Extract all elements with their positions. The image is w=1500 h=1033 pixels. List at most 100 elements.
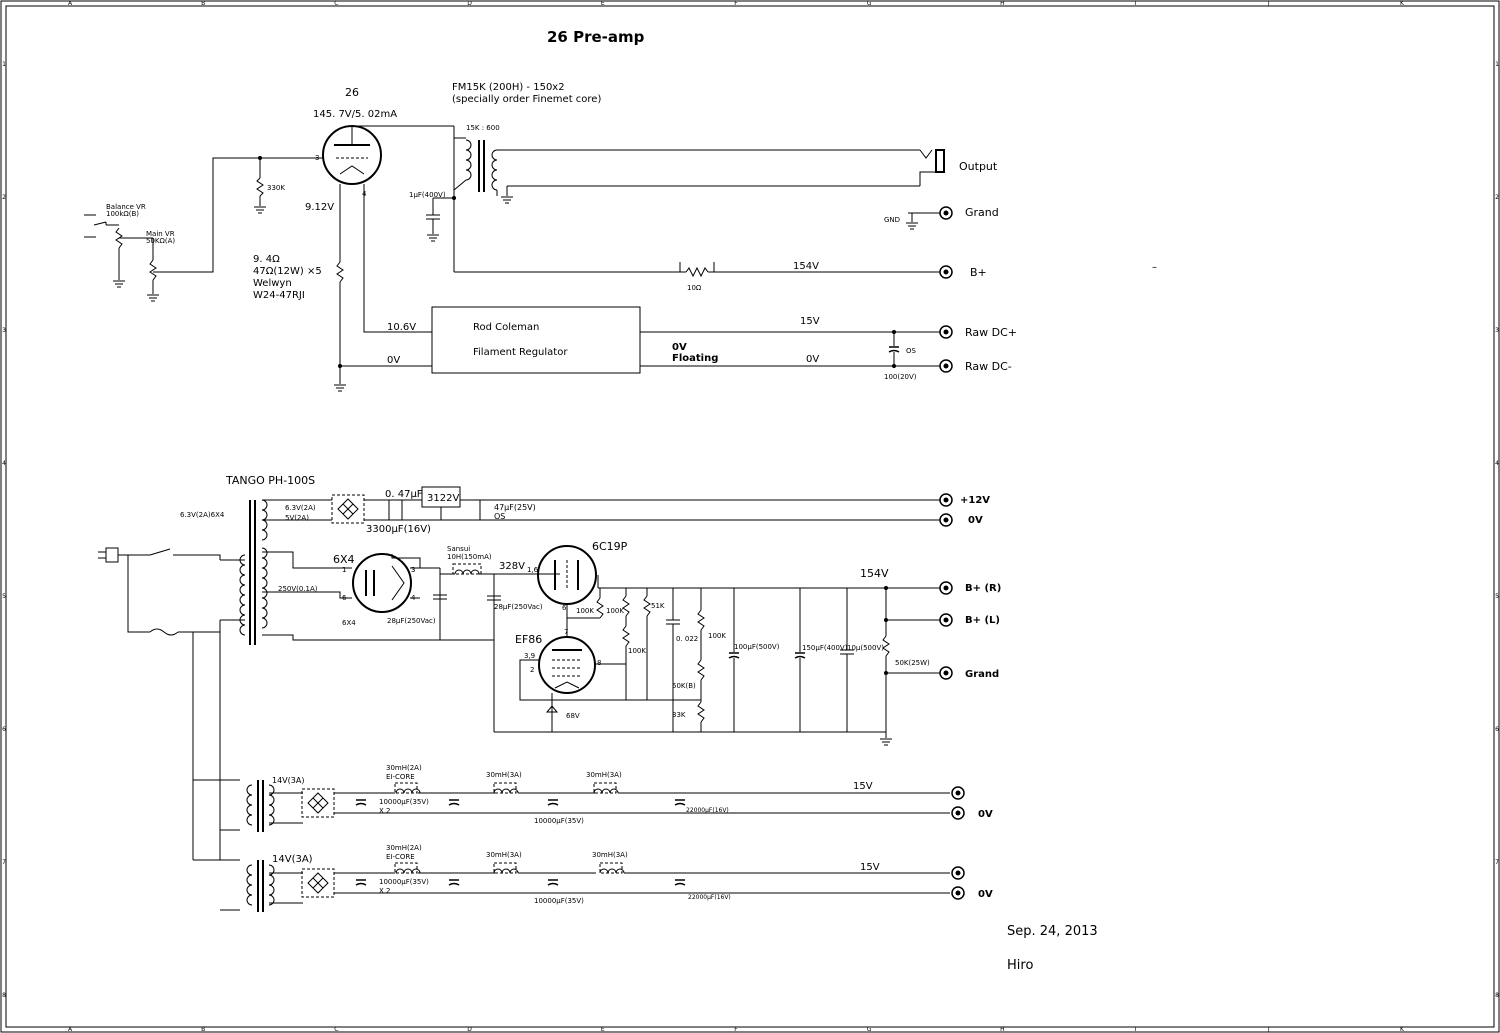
page-title: 26 Pre-amp	[547, 28, 645, 46]
grid-col-top-G: G	[867, 0, 872, 7]
cap-0-022: 0. 022	[676, 635, 698, 643]
psu-grand-jack[interactable]	[939, 666, 953, 680]
balance-vr-value: 100kΩ(B)	[106, 210, 139, 218]
grid-col-bottom-G: G	[867, 1026, 872, 1033]
gnd-label: GND	[884, 216, 900, 224]
ch2-0v-jack[interactable]	[951, 886, 965, 900]
filament-resistor	[336, 261, 344, 283]
ch2-x2: X 2	[379, 887, 390, 895]
pin-6: 6	[342, 594, 347, 602]
zero-v-label: 0V	[968, 515, 983, 526]
cap-os-label: OS	[906, 347, 917, 355]
grid-col-bottom-I: I	[1135, 1026, 1137, 1033]
filament-wire-b	[363, 184, 432, 333]
main-vr-label: Main VR	[146, 230, 175, 238]
ch1-choke3: 30mH(3A)	[586, 771, 622, 779]
ch1-15v-jack[interactable]	[951, 786, 965, 800]
power-transformer-model: TANGO PH-100S	[225, 474, 315, 487]
ch1-secondary: 14V(3A)	[272, 776, 304, 785]
output-transformer-symbol	[453, 126, 920, 272]
main-vr-value: 50KΩ(A)	[146, 237, 175, 245]
grid-col-bottom-K: K	[1400, 1026, 1405, 1033]
ch2-choke1-rating: 30mH(2A)	[386, 844, 422, 852]
lv-supply-channel-1: 14V(3A) 30mH(2A) EI-CORE 10000μF(35V) X …	[193, 764, 993, 832]
ch2-15v-jack[interactable]	[951, 866, 965, 880]
grid-row-right-3: 3	[1495, 327, 1499, 334]
ch1-0v: 0V	[978, 809, 993, 820]
raw-0v: 0V	[806, 354, 819, 365]
raw-dc-minus-label: Raw DC-	[965, 360, 1012, 373]
grid-col-bottom-J: J	[1267, 1026, 1270, 1033]
plus12v-label: +12V	[960, 495, 990, 506]
drawing-date: Sep. 24, 2013	[1007, 924, 1098, 939]
zener-68v-label: 68V	[566, 712, 580, 720]
bplus-jack[interactable]	[939, 265, 953, 279]
ch2-cap2: 10000μF(35V)	[534, 897, 584, 905]
raw-dc-plus-label: Raw DC+	[965, 326, 1017, 339]
output-transformer-model: FM15K (200H) - 150x2	[452, 82, 565, 93]
grid-col-bottom-D: D	[467, 1026, 472, 1033]
r-33k: 33K	[672, 711, 686, 719]
filament-voltage: 10.6V	[387, 322, 416, 333]
output-transformer-note: (specially order Finemet core)	[452, 94, 601, 105]
plus12v-jack[interactable]	[939, 493, 953, 507]
grid-row-right-2: 2	[1495, 194, 1499, 201]
grid-col-top-F: F	[734, 0, 738, 7]
coupling-cap-label: 1μF(400V)	[409, 191, 446, 199]
drawing-author: Hiro	[1007, 958, 1033, 973]
pot-50k-b-label: 50K(B)	[672, 682, 696, 690]
sheet-inner-border	[5, 5, 1495, 1028]
balance-vr-label: Balance VR	[106, 203, 146, 211]
ch2-15v: 15V	[860, 862, 880, 873]
ch1-x2: X 2	[379, 807, 390, 815]
r-330k-label: 330K	[267, 184, 285, 192]
grid-col-bottom-F: F	[734, 1026, 738, 1033]
pin-2: 2	[530, 666, 534, 674]
grid-col-top-B: B	[201, 0, 205, 7]
ch1-0v-jack[interactable]	[951, 806, 965, 820]
bplus-l-label: B+ (L)	[965, 615, 1000, 626]
bplus-label: B+	[970, 266, 987, 279]
tube-26-operating-point: 145. 7V/5. 02mA	[313, 109, 397, 120]
ch1-choke1-core: EI-CORE	[386, 773, 415, 781]
grid-col-top-K: K	[1400, 0, 1405, 7]
ch1-cap2: 10000μF(35V)	[534, 817, 584, 825]
reg-3122v-label: 3122V	[427, 493, 459, 504]
balance-vr-symbol	[84, 214, 126, 288]
grid-col-top-C: C	[334, 0, 338, 7]
secondary-6v3: 6.3V(2A)	[285, 504, 316, 512]
grand-label: Grand	[965, 206, 999, 219]
cap-28u-a: 28μF(250Vac)	[387, 617, 436, 625]
raw-dc-minus-jack[interactable]	[939, 359, 953, 373]
grand-jack[interactable]	[939, 206, 953, 220]
cathode-voltage: 9.12V	[305, 202, 334, 213]
pin-1-6: 1,6	[527, 566, 539, 574]
floating-0v: 0V	[672, 342, 687, 353]
raw-dc-plus-jack[interactable]	[939, 325, 953, 339]
psu-grand-label: Grand	[965, 669, 999, 680]
lv-supply-channel-2: 14V(3A) 30mH(2A) EI-CORE 10000μF(35V) X …	[193, 844, 993, 912]
bplus-r-jack[interactable]	[939, 581, 953, 595]
zero-v-jack[interactable]	[939, 513, 953, 527]
output-label: Output	[959, 160, 998, 173]
grid-col-top-D: D	[467, 0, 472, 7]
res-47-12w: 47Ω(12W) ×5	[253, 266, 322, 277]
grid-col-top-A: A	[68, 0, 73, 7]
rectifier-6x4-symbol	[352, 553, 412, 613]
grid-row-right-4: 4	[1495, 460, 1499, 467]
ch1-choke2: 30mH(3A)	[486, 771, 522, 779]
fuse-icon	[149, 628, 179, 636]
grid-row-left-5: 5	[2, 593, 6, 600]
main-vr-symbol	[119, 237, 160, 302]
ch2-cap3: 22000μF(16V)	[688, 894, 731, 901]
secondary-5v: 5V(2A)	[285, 514, 309, 522]
grid-row-right-7: 7	[1495, 859, 1499, 866]
choke-brand: Sansui	[447, 545, 470, 553]
bplus-l-jack[interactable]	[939, 613, 953, 627]
ch1-bridge	[301, 788, 335, 818]
power-switch	[149, 548, 171, 556]
